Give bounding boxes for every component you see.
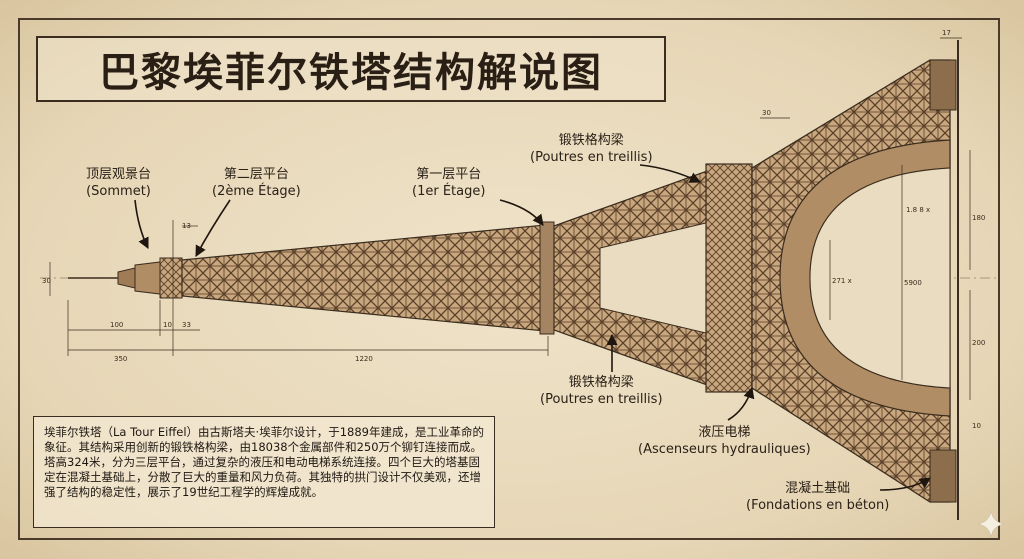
svg-text:33: 33 <box>182 321 191 329</box>
description-text: 埃菲尔铁塔（La Tour Eiffel）由古斯塔夫·埃菲尔设计，于1889年建… <box>44 425 484 499</box>
svg-text:180: 180 <box>972 214 985 222</box>
label-sommet: 顶层观景台 (Sommet) <box>86 167 152 199</box>
svg-text:13: 13 <box>182 222 191 230</box>
svg-text:30: 30 <box>42 277 51 285</box>
svg-text:1220: 1220 <box>355 355 373 363</box>
leader-arrows <box>134 164 931 491</box>
svg-text:10: 10 <box>163 321 172 329</box>
svg-text:5900: 5900 <box>904 279 922 287</box>
svg-text:271 x: 271 x <box>832 277 852 285</box>
label-first-level: 第一层平台 (1er Étage) <box>412 167 486 199</box>
svg-text:200: 200 <box>972 339 985 347</box>
label-hydraulic-elevators: 液压电梯 (Ascenseurs hydrauliques) <box>638 425 811 457</box>
foundation-bottom <box>929 449 957 503</box>
dimension-lines <box>49 37 971 400</box>
label-lattice-girders-bottom: 锻铁格构梁 (Poutres en treillis) <box>540 375 663 407</box>
svg-text:1.8 8 x: 1.8 8 x <box>906 206 930 214</box>
svg-text:100: 100 <box>110 321 123 329</box>
second-level-deck <box>539 221 555 335</box>
dimension-values: 100 10 33 13 350 1220 30 30 17 180 200 5… <box>42 29 985 430</box>
foundation-top <box>929 59 957 111</box>
title-box: 巴黎埃菲尔铁塔结构解说图 <box>36 36 666 102</box>
tower-upper-shaft <box>181 224 546 332</box>
page-frame <box>18 18 1000 540</box>
svg-text:350: 350 <box>114 355 127 363</box>
svg-text:30: 30 <box>762 109 771 117</box>
label-second-level: 第二层平台 (2ème Étage) <box>212 167 301 199</box>
first-level-deck <box>705 163 753 393</box>
description-box: 埃菲尔铁塔（La Tour Eiffel）由古斯塔夫·埃菲尔设计，于1889年建… <box>33 416 495 528</box>
label-lattice-girders-top: 锻铁格构梁 (Poutres en treillis) <box>530 133 653 165</box>
svg-text:10: 10 <box>972 422 981 430</box>
label-foundations: 混凝土基础 (Fondations en béton) <box>746 481 890 513</box>
svg-text:17: 17 <box>942 29 951 37</box>
sparkle-icon <box>977 510 1005 538</box>
tower-spire <box>68 267 136 289</box>
tower-top-section <box>134 257 183 299</box>
page-title: 巴黎埃菲尔铁塔结构解说图 <box>99 50 603 96</box>
